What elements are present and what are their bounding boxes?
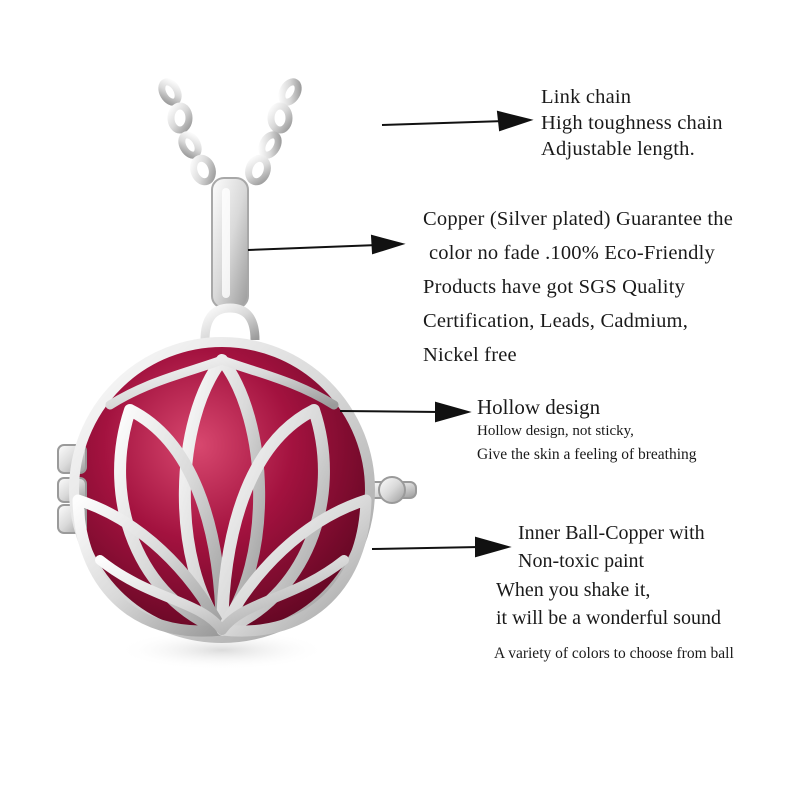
ball-sound-line-2: it will be a wonderful sound — [496, 607, 721, 629]
hollow-line-1: Hollow design, not sticky, — [477, 423, 634, 439]
material-callout: Copper (Silver plated) Guarantee the col… — [423, 202, 733, 372]
hollow-callout: Hollow design Hollow design, not sticky,… — [477, 394, 697, 467]
link-chain — [158, 78, 302, 186]
material-arrow — [247, 244, 379, 251]
hollow-line-2: Give the skin a feeling of breathing — [477, 446, 697, 463]
pendant-bail — [200, 177, 260, 341]
chain-arrow — [381, 120, 506, 126]
chain-line-3: Adjustable length. — [541, 138, 695, 160]
material-line-2: color no fade .100% Eco-Friendly — [429, 242, 715, 264]
shadow — [117, 630, 327, 670]
material-line-4: Certification, Leads, Cadmium, — [423, 310, 689, 332]
ball-arrowhead — [475, 536, 512, 558]
chain-callout: Link chain High toughness chain Adjustab… — [541, 84, 723, 162]
lotus-cage — [69, 337, 375, 643]
hollow-title: Hollow design — [477, 395, 601, 419]
hollow-arrowhead — [435, 401, 472, 423]
chain-line-1: Link chain — [541, 86, 632, 108]
ball-title-line-1: Inner Ball-Copper with — [518, 522, 705, 544]
material-line-3: Products have got SGS Quality — [423, 276, 686, 298]
ball-title-line-2: Non-toxic paint — [518, 550, 645, 572]
callout-arrows — [247, 110, 534, 558]
material-arrowhead — [370, 234, 406, 255]
ball-arrow — [371, 546, 481, 550]
chain-arrowhead — [496, 110, 534, 132]
chain-line-2: High toughness chain — [541, 112, 723, 134]
ball-sound-line-1: When you shake it, — [496, 579, 651, 601]
ball-color-note: A variety of colors to choose from ball — [494, 645, 734, 662]
locket-clasp — [367, 476, 417, 504]
ball-callout-sound: When you shake it, it will be a wonderfu… — [496, 576, 721, 632]
ball-callout-title: Inner Ball-Copper with Non-toxic paint — [518, 519, 705, 575]
hollow-arrow — [339, 410, 441, 413]
material-line-5: Nickel free — [423, 344, 517, 366]
material-line-1: Copper (Silver plated) Guarantee the — [423, 208, 734, 230]
